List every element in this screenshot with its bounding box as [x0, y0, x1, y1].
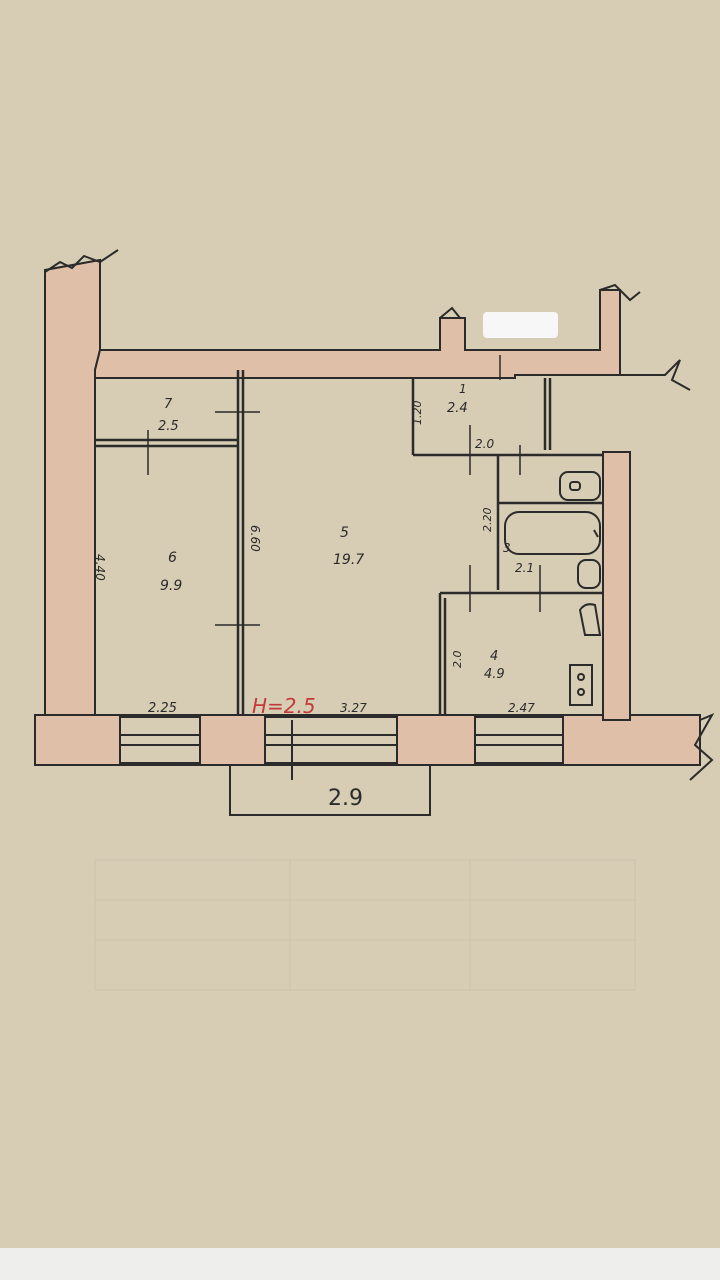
room-1-area: 2.4 [447, 401, 468, 416]
balcony [229, 720, 431, 816]
toilet-icon [559, 471, 601, 589]
room-7-number: 7 [164, 397, 173, 412]
bathtub-icon [504, 511, 601, 555]
windows [119, 716, 564, 764]
room-3-number: 3 [503, 541, 511, 555]
paper-sheet [0, 0, 720, 1248]
interior-partitions [95, 370, 603, 715]
faint-background-grid [94, 859, 636, 991]
room-5-number: 5 [340, 525, 349, 541]
exterior-walls [34, 258, 701, 766]
room-6-area: 9.9 [160, 578, 182, 594]
dim-room5-length: 6.60 [248, 525, 262, 552]
dim-room6-length: 4.40 [93, 554, 107, 581]
room-1-number: 1 [459, 382, 467, 396]
background-strip [0, 1248, 720, 1280]
stove-icon [569, 664, 593, 706]
room-3-area: 2.1 [515, 561, 534, 575]
room-6-number: 6 [168, 550, 177, 566]
dim-room1-height: 1.20 [411, 401, 424, 426]
dim-room5-width: 3.27 [340, 701, 367, 715]
room-5-area: 19.7 [333, 552, 364, 568]
dim-room4-width: 2.47 [508, 701, 535, 715]
break-marks [44, 249, 715, 781]
door-marks [147, 355, 541, 626]
room-7-area: 2.5 [158, 419, 179, 434]
dim-balcony-width: 2.9 [328, 786, 363, 811]
room-4-number: 4 [490, 649, 498, 664]
dim-room4-height: 2.0 [451, 651, 464, 669]
room-4-area: 4.9 [484, 667, 505, 682]
sink-icon [578, 603, 602, 636]
ceiling-height: H=2.5 [252, 694, 316, 718]
dim-room6-width: 2.25 [148, 701, 177, 716]
dim-room3-height: 2.20 [481, 508, 494, 533]
whiteout-patch [483, 312, 558, 338]
dim-room1-width: 2.0 [475, 437, 494, 451]
